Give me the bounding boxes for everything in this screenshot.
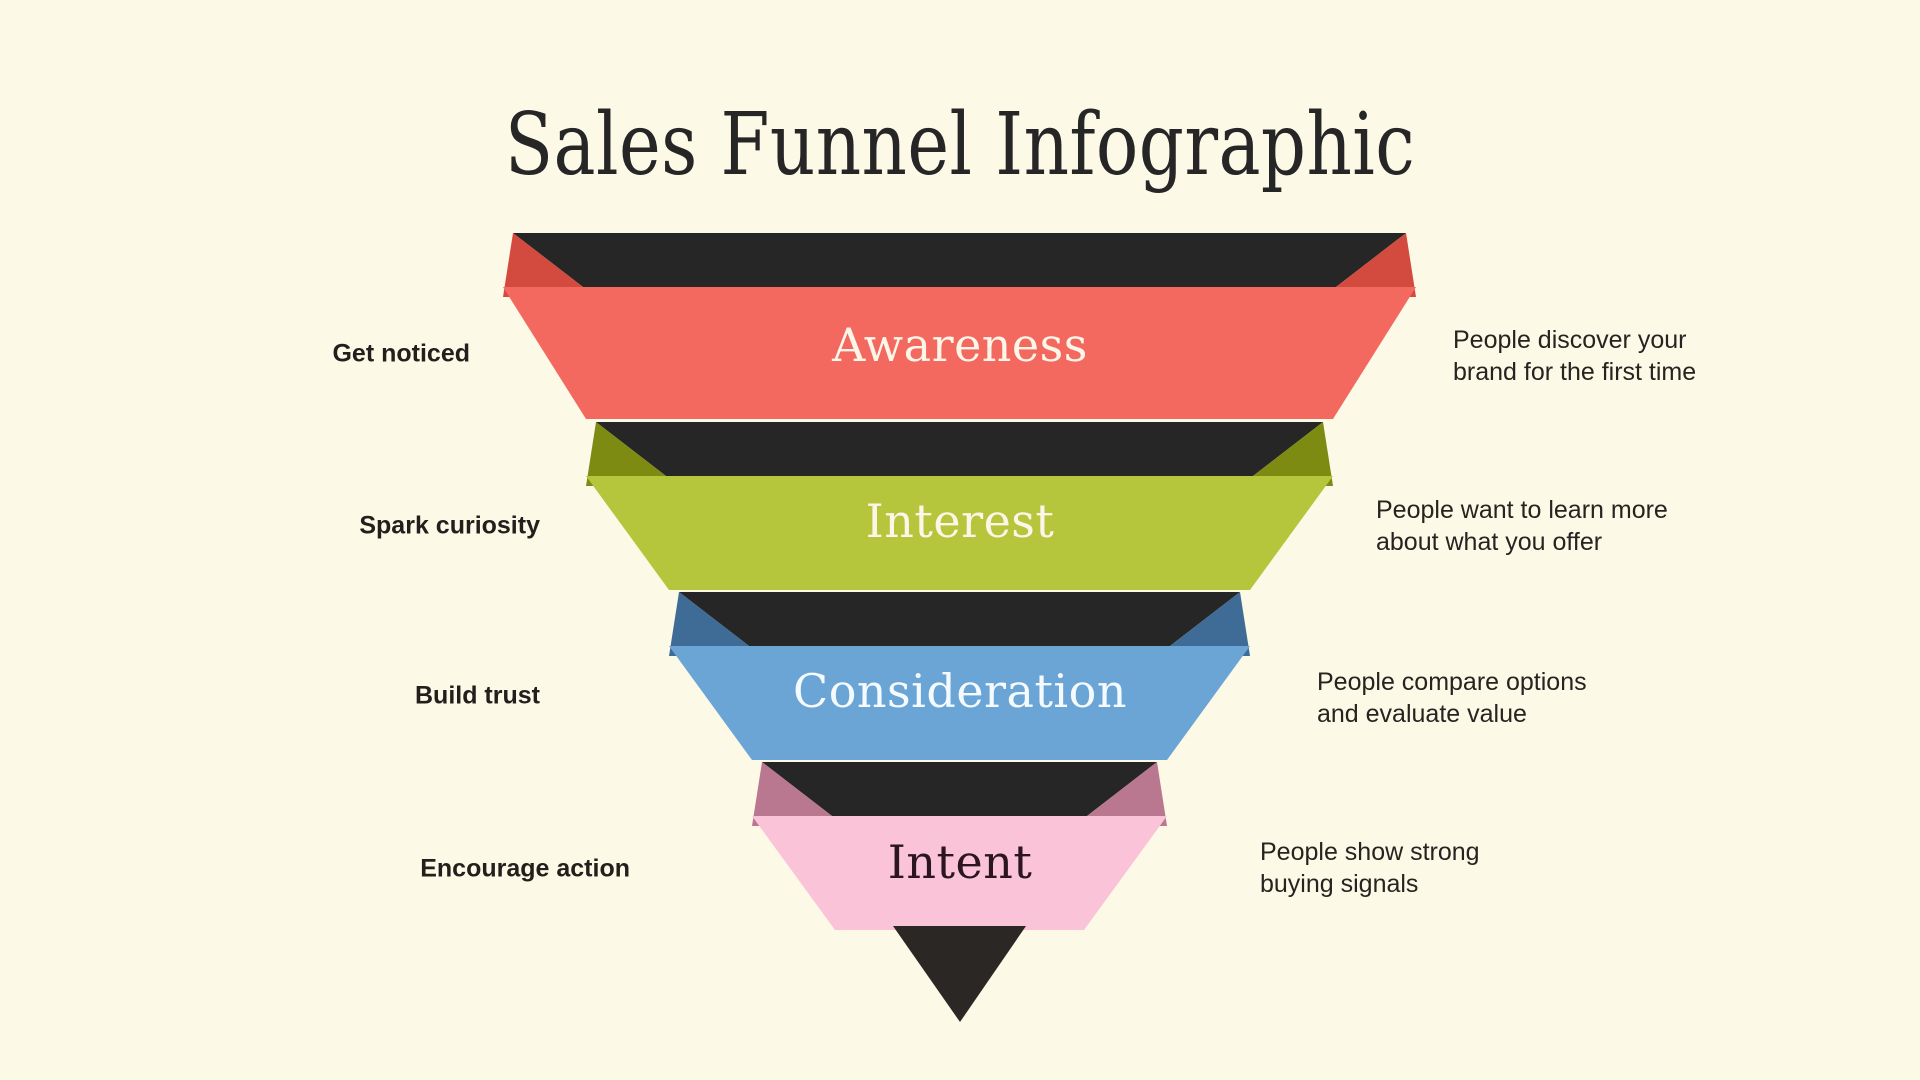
stage-edge-left-awareness bbox=[503, 233, 596, 297]
stage-description-awareness: People discover your brand for the first… bbox=[1453, 326, 1697, 386]
stage-edge-right-interest bbox=[1240, 422, 1333, 486]
stage-edge-right-intent bbox=[1074, 762, 1167, 826]
stage-edge-left-consideration bbox=[669, 592, 762, 656]
stage-band-intent bbox=[752, 816, 1167, 930]
stage-shadow-interest bbox=[596, 422, 1323, 486]
stage-label-interest: Interest bbox=[866, 494, 1055, 548]
funnel-stage-interest[interactable]: Interest bbox=[586, 422, 1333, 590]
stage-description-consideration: People compare options and evaluate valu… bbox=[1317, 668, 1587, 728]
stage-edge-left-intent bbox=[752, 762, 845, 826]
funnel-stage-consideration[interactable]: Consideration bbox=[669, 592, 1250, 760]
stage-band-awareness bbox=[503, 287, 1416, 419]
stage-cue-interest: Spark curiosity bbox=[359, 511, 540, 540]
stage-shadow-awareness bbox=[513, 233, 1406, 297]
funnel-stage-awareness[interactable]: Awareness bbox=[503, 233, 1416, 419]
stage-label-awareness: Awareness bbox=[831, 318, 1088, 372]
stage-edge-right-awareness bbox=[1323, 233, 1416, 297]
stage-cue-awareness: Get noticed bbox=[332, 339, 470, 368]
page-title: Sales Funnel Infographic bbox=[504, 94, 1416, 195]
stage-band-consideration bbox=[669, 646, 1250, 760]
stage-label-intent: Intent bbox=[888, 835, 1033, 889]
stage-description-interest: People want to learn more about what you… bbox=[1376, 496, 1668, 556]
stage-band-interest bbox=[586, 476, 1333, 590]
funnel-tip bbox=[893, 926, 1026, 1022]
stage-label-consideration: Consideration bbox=[793, 664, 1127, 718]
stage-edge-right-consideration bbox=[1157, 592, 1250, 656]
stage-cue-consideration: Build trust bbox=[415, 681, 540, 710]
funnel-stage-intent[interactable]: Intent bbox=[752, 762, 1167, 930]
stage-description-intent: People show strong buying signals bbox=[1260, 838, 1480, 898]
stage-shadow-consideration bbox=[679, 592, 1240, 656]
stage-edge-left-interest bbox=[586, 422, 679, 486]
stage-cue-intent: Encourage action bbox=[420, 854, 630, 883]
stage-shadow-intent bbox=[762, 762, 1157, 826]
